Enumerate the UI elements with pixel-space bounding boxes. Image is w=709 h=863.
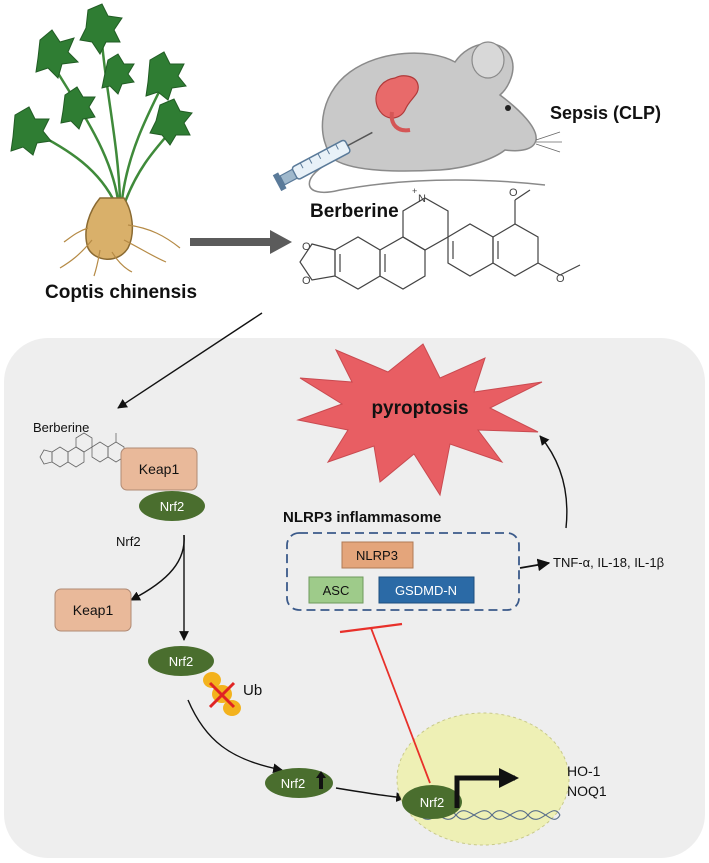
mouse-icon <box>308 41 562 194</box>
asc-box <box>308 576 364 604</box>
pyroptosis-label: pyroptosis <box>371 398 468 419</box>
svg-text:O: O <box>302 241 311 253</box>
berberine-entry-arrow <box>117 312 263 409</box>
keap1-free-label: Keap1 <box>73 602 114 618</box>
ub-label: Ub <box>243 682 262 699</box>
cytokines-to-pyroptosis-arrow <box>539 435 568 529</box>
berberine-small-label: Berberine <box>33 420 89 435</box>
cytokines-label: TNF-α, IL-18, IL-1β <box>553 555 664 570</box>
nrf2-nucleus-label: Nrf2 <box>420 795 445 810</box>
inflammasome-title: NLRP3 inflammasome <box>283 509 441 526</box>
inflammasome-box <box>286 532 520 611</box>
coptis-plant-icon <box>10 3 193 277</box>
translocation-arrow <box>335 787 406 802</box>
svg-text:N: N <box>418 193 426 205</box>
nrf2-up-ellipse <box>265 768 333 798</box>
syringe-icon <box>272 131 373 192</box>
nrf2-ub-label: Nrf2 <box>169 654 194 669</box>
coptis-rhizome <box>59 197 181 277</box>
nrf2-bound-label: Nrf2 <box>160 499 185 514</box>
gsdmd-label: GSDMD-N <box>395 583 457 598</box>
asc-label: ASC <box>323 583 350 598</box>
nlrp3-box <box>341 541 414 569</box>
inhibition-bar <box>339 622 403 634</box>
plant-to-berberine-arrow <box>190 230 292 254</box>
keap1-free-box <box>54 588 132 632</box>
nrf2-up-label: Nrf2 <box>281 776 306 791</box>
svg-text:O: O <box>556 273 565 285</box>
ubiquitin-icon <box>203 672 241 716</box>
nrf2-free-label: Nrf2 <box>116 534 141 549</box>
transcription-arrow <box>454 768 519 808</box>
keap1-bound-box <box>120 447 198 491</box>
nrf2-ub-ellipse <box>148 646 214 676</box>
coptis-label: Coptis chinensis <box>45 282 197 303</box>
berberine-title: Berberine <box>310 201 399 222</box>
inflammasome-to-cytokines-arrow <box>519 558 551 572</box>
nrf2-nucleus-ellipse <box>402 785 462 819</box>
keap1-bound-label: Keap1 <box>139 461 180 477</box>
target-gene-ho1: HO-1 <box>567 763 601 779</box>
svg-text:O: O <box>302 275 311 287</box>
berberine-structure-icon <box>299 189 581 290</box>
inhibition-line <box>370 627 431 784</box>
target-gene-noq1: NOQ1 <box>567 783 607 799</box>
nlrp3-label: NLRP3 <box>356 548 398 563</box>
sepsis-label: Sepsis (CLP) <box>550 103 661 123</box>
up-arrow-icon <box>316 771 326 789</box>
stabilization-arrow <box>187 699 283 774</box>
pyroptosis-burst <box>296 343 543 497</box>
nrf2-bound-ellipse <box>139 491 205 521</box>
gsdmd-box <box>378 576 475 604</box>
svg-text:O: O <box>509 187 518 199</box>
berberine-small-structure-icon <box>39 432 133 468</box>
svg-text:+: + <box>412 186 417 196</box>
